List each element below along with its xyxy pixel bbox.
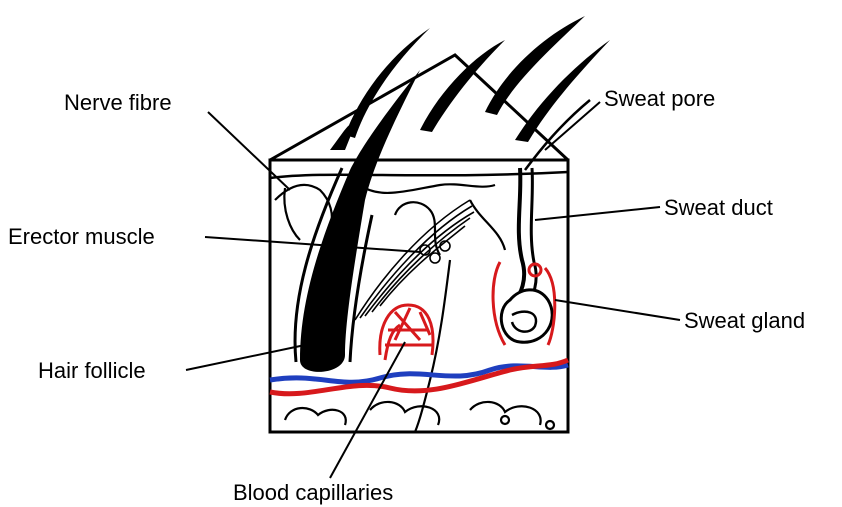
capillary-loop	[380, 305, 433, 360]
label-sweat-gland: Sweat gland	[684, 308, 805, 333]
label-sweat-duct: Sweat duct	[664, 195, 773, 220]
label-hair-follicle: Hair follicle	[38, 358, 146, 383]
label-nerve-fibre: Nerve fibre	[64, 90, 172, 115]
label-blood-capillaries: Blood capillaries	[233, 480, 393, 505]
label-sweat-pore: Sweat pore	[604, 86, 715, 111]
leader-lines	[186, 102, 680, 478]
label-erector-muscle: Erector muscle	[8, 224, 155, 249]
